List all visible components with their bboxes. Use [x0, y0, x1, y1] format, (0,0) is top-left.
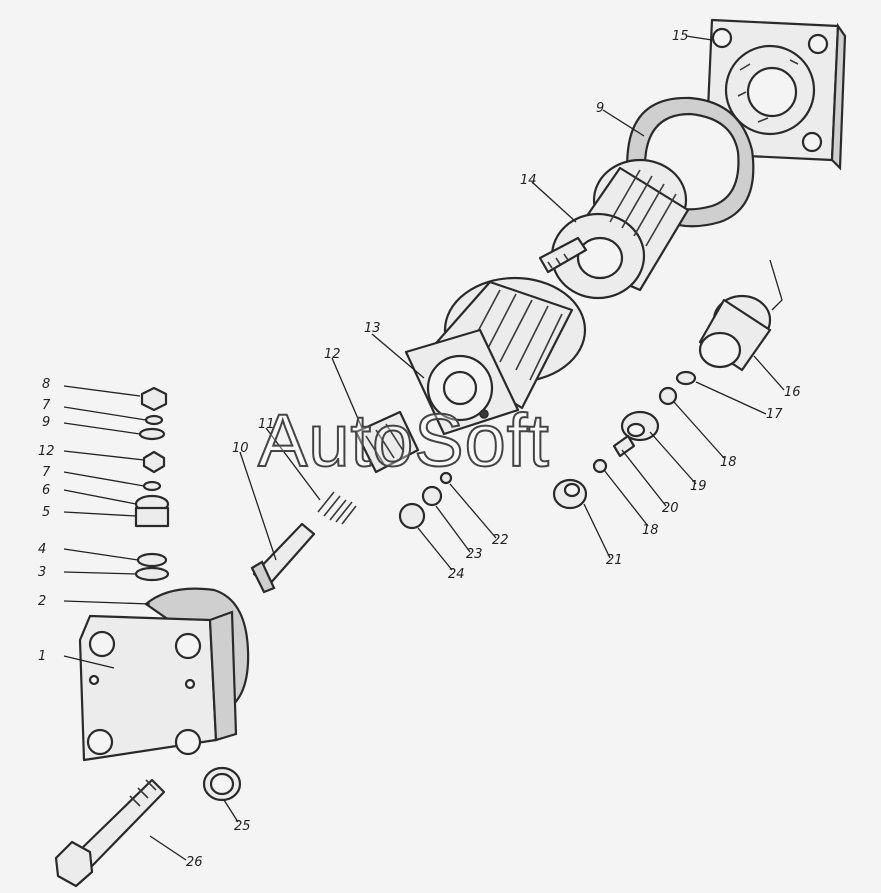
callout-9-gasket: 9	[596, 101, 604, 116]
callout-19: 19	[690, 479, 707, 494]
part-11-spring	[317, 491, 357, 525]
part-12-sleeve	[354, 410, 420, 474]
callout-23: 23	[466, 547, 483, 562]
callout-12: 12	[324, 347, 341, 362]
leader-lines	[63, 35, 785, 861]
callout-12-left: 12	[38, 444, 55, 459]
part-21-plug	[552, 478, 588, 510]
callout-3: 3	[38, 565, 46, 580]
callout-6: 6	[42, 483, 50, 498]
callout-2: 2	[38, 594, 46, 609]
callout-18-lower: 18	[642, 523, 659, 538]
callout-25: 25	[234, 819, 251, 834]
part-1-pump-body	[78, 610, 238, 762]
callout-14: 14	[520, 173, 537, 188]
callout-7-lower: 7	[42, 465, 51, 480]
callout-9: 9	[42, 415, 50, 430]
callout-20: 20	[662, 501, 679, 516]
callout-4: 4	[38, 542, 46, 557]
callout-26: 26	[186, 855, 203, 870]
callout-24: 24	[448, 567, 465, 582]
part-14-rotor	[538, 158, 690, 300]
callout-labels: 8 7 9 12 7 6 5 4 3 2 1 15 9 14 13 12 11 …	[38, 29, 801, 870]
callout-16: 16	[784, 385, 801, 400]
callout-18-right: 18	[720, 455, 737, 470]
part-26-bolt	[54, 778, 166, 888]
callout-8: 8	[42, 377, 50, 392]
callout-10: 10	[232, 441, 249, 456]
left-hardware-stack	[134, 386, 170, 582]
part-13-housing	[404, 276, 587, 436]
part-17-spring	[675, 370, 697, 386]
callout-1: 1	[38, 649, 46, 664]
callout-7-upper: 7	[42, 398, 51, 413]
callout-22: 22	[492, 533, 509, 548]
part-19-20-valve	[612, 410, 660, 458]
callout-21: 21	[606, 553, 623, 568]
small-parts	[398, 386, 678, 530]
callout-11: 11	[258, 417, 275, 432]
callout-13: 13	[364, 321, 381, 336]
callout-17: 17	[766, 407, 783, 422]
part-16-fitting	[698, 259, 783, 372]
part-25-snap-ring	[202, 766, 242, 802]
callout-15: 15	[672, 29, 689, 44]
callout-5: 5	[42, 505, 50, 520]
part-10-valve-stem	[250, 522, 316, 594]
